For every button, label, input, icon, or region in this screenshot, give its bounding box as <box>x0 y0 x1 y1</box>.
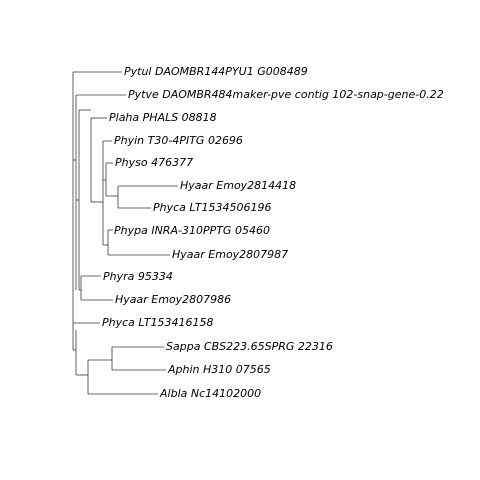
leaf-label: Phyca LT153416158 <box>102 316 214 329</box>
leaf-label: Hyaar Emoy2814418 <box>180 179 296 192</box>
leaf-label: Aphin H310 07565 <box>167 363 271 376</box>
leaf-label: Hyaar Emoy2807987 <box>172 248 288 261</box>
leaf-label: Sappa CBS223.65SPRG 22316 <box>166 340 333 353</box>
leaf-label: Plaha PHALS 08818 <box>109 111 217 124</box>
leaf-label: Phyra 95334 <box>103 270 173 283</box>
leaf-label: Hyaar Emoy2807986 <box>115 293 231 306</box>
leaf-label: Pytve DAOMBR484maker-pve contig 102-snap… <box>128 88 444 101</box>
leaf-label: Phyin T30-4PITG 02696 <box>114 134 243 147</box>
leaf-label: Phyca LT1534506196 <box>153 201 272 214</box>
leaf-label: Physo 476377 <box>115 156 193 169</box>
leaf-label: Pytul DAOMBR144PYU1 G008489 <box>124 65 308 78</box>
leaf-label: Phypa INRA-310PPTG 05460 <box>114 224 270 237</box>
leaf-label: Albla Nc14102000 <box>159 387 261 400</box>
